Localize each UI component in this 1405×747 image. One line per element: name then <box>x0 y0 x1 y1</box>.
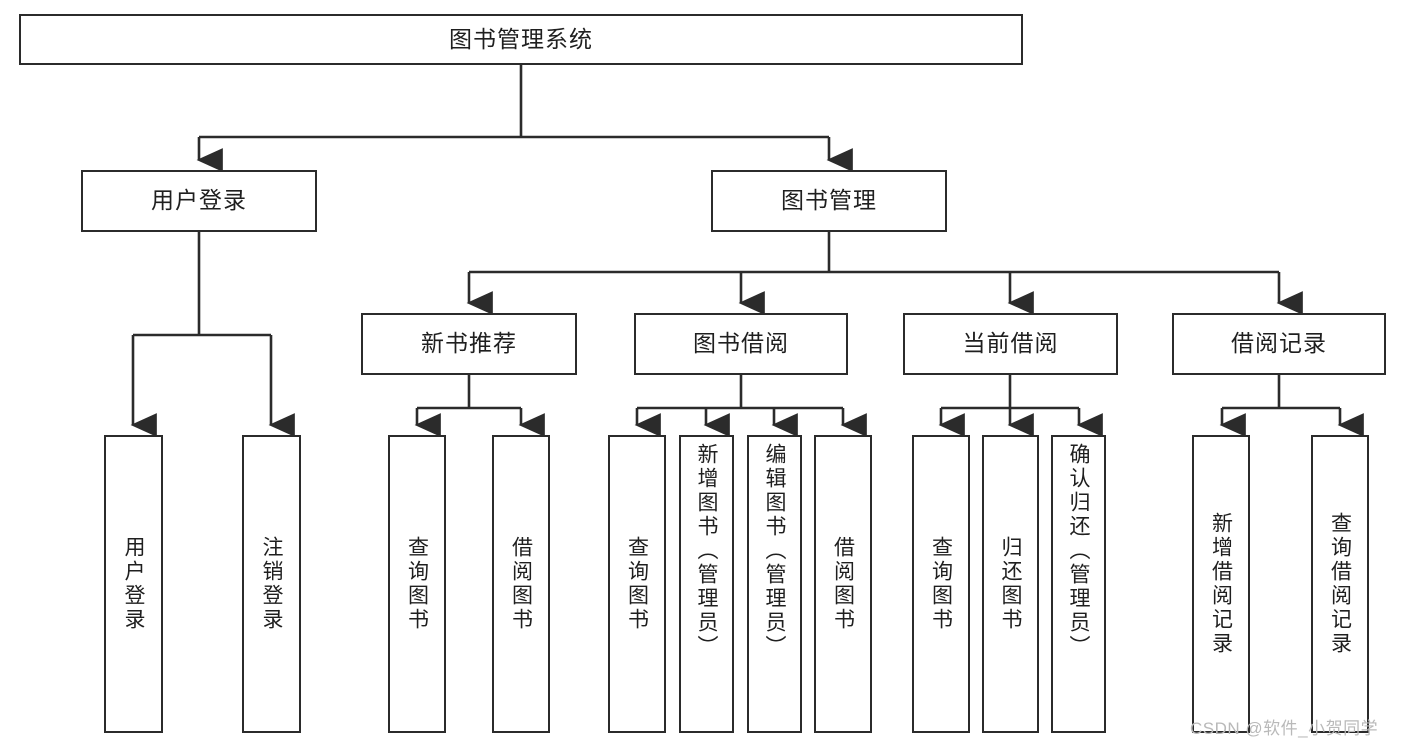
node-user-login[interactable]: 用户登录 <box>81 170 317 232</box>
node-label: 查询图书 <box>929 536 953 632</box>
leaf-query-book-recommend[interactable]: 查询图书 <box>388 435 446 733</box>
node-label: 查询图书 <box>625 536 649 632</box>
node-root-book-management-system[interactable]: 图书管理系统 <box>19 14 1023 65</box>
node-label: 查询图书 <box>405 536 429 632</box>
leaf-add-book-admin[interactable]: 新增图书（管理员） <box>679 435 734 733</box>
node-label: 用户登录 <box>151 187 247 214</box>
csdn-watermark: CSDN @软件_小贺同学 <box>1190 714 1378 739</box>
node-label: 图书借阅 <box>693 330 789 357</box>
leaf-add-borrow-record[interactable]: 新增借阅记录 <box>1192 435 1250 733</box>
node-book-management[interactable]: 图书管理 <box>711 170 947 232</box>
node-label: 归还图书 <box>999 536 1022 632</box>
node-label: 用户登录 <box>122 536 145 632</box>
leaf-query-book-borrow[interactable]: 查询图书 <box>608 435 666 733</box>
node-label: 编辑图书（管理员） <box>763 443 786 659</box>
node-label: 图书管理 <box>781 187 877 214</box>
leaf-borrow-book-recommend[interactable]: 借阅图书 <box>492 435 550 733</box>
leaf-confirm-return-admin[interactable]: 确认归还（管理员） <box>1051 435 1106 733</box>
watermark-text: CSDN @软件_小贺同学 <box>1190 719 1379 738</box>
node-label: 当前借阅 <box>962 330 1059 357</box>
leaf-return-book[interactable]: 归还图书 <box>982 435 1039 733</box>
node-label: 图书管理系统 <box>449 25 593 52</box>
node-current-borrow[interactable]: 当前借阅 <box>903 313 1118 375</box>
node-label: 借阅记录 <box>1231 330 1327 357</box>
node-label: 借阅图书 <box>509 536 533 632</box>
node-new-book-recommend[interactable]: 新书推荐 <box>361 313 577 375</box>
node-label: 借阅图书 <box>831 536 855 632</box>
node-label: 新书推荐 <box>421 330 517 357</box>
node-label: 新增图书（管理员） <box>695 443 718 659</box>
leaf-user-login[interactable]: 用户登录 <box>104 435 163 733</box>
node-book-borrow[interactable]: 图书借阅 <box>634 313 848 375</box>
leaf-edit-book-admin[interactable]: 编辑图书（管理员） <box>747 435 802 733</box>
node-label: 注销登录 <box>260 536 283 632</box>
leaf-query-book-current[interactable]: 查询图书 <box>912 435 970 733</box>
node-label: 确认归还（管理员） <box>1067 443 1090 659</box>
leaf-logout-login[interactable]: 注销登录 <box>242 435 301 733</box>
node-borrow-record[interactable]: 借阅记录 <box>1172 313 1386 375</box>
leaf-query-borrow-record[interactable]: 查询借阅记录 <box>1311 435 1369 733</box>
node-label: 新增借阅记录 <box>1209 512 1233 656</box>
node-label: 查询借阅记录 <box>1328 512 1352 656</box>
leaf-borrow-book[interactable]: 借阅图书 <box>814 435 872 733</box>
